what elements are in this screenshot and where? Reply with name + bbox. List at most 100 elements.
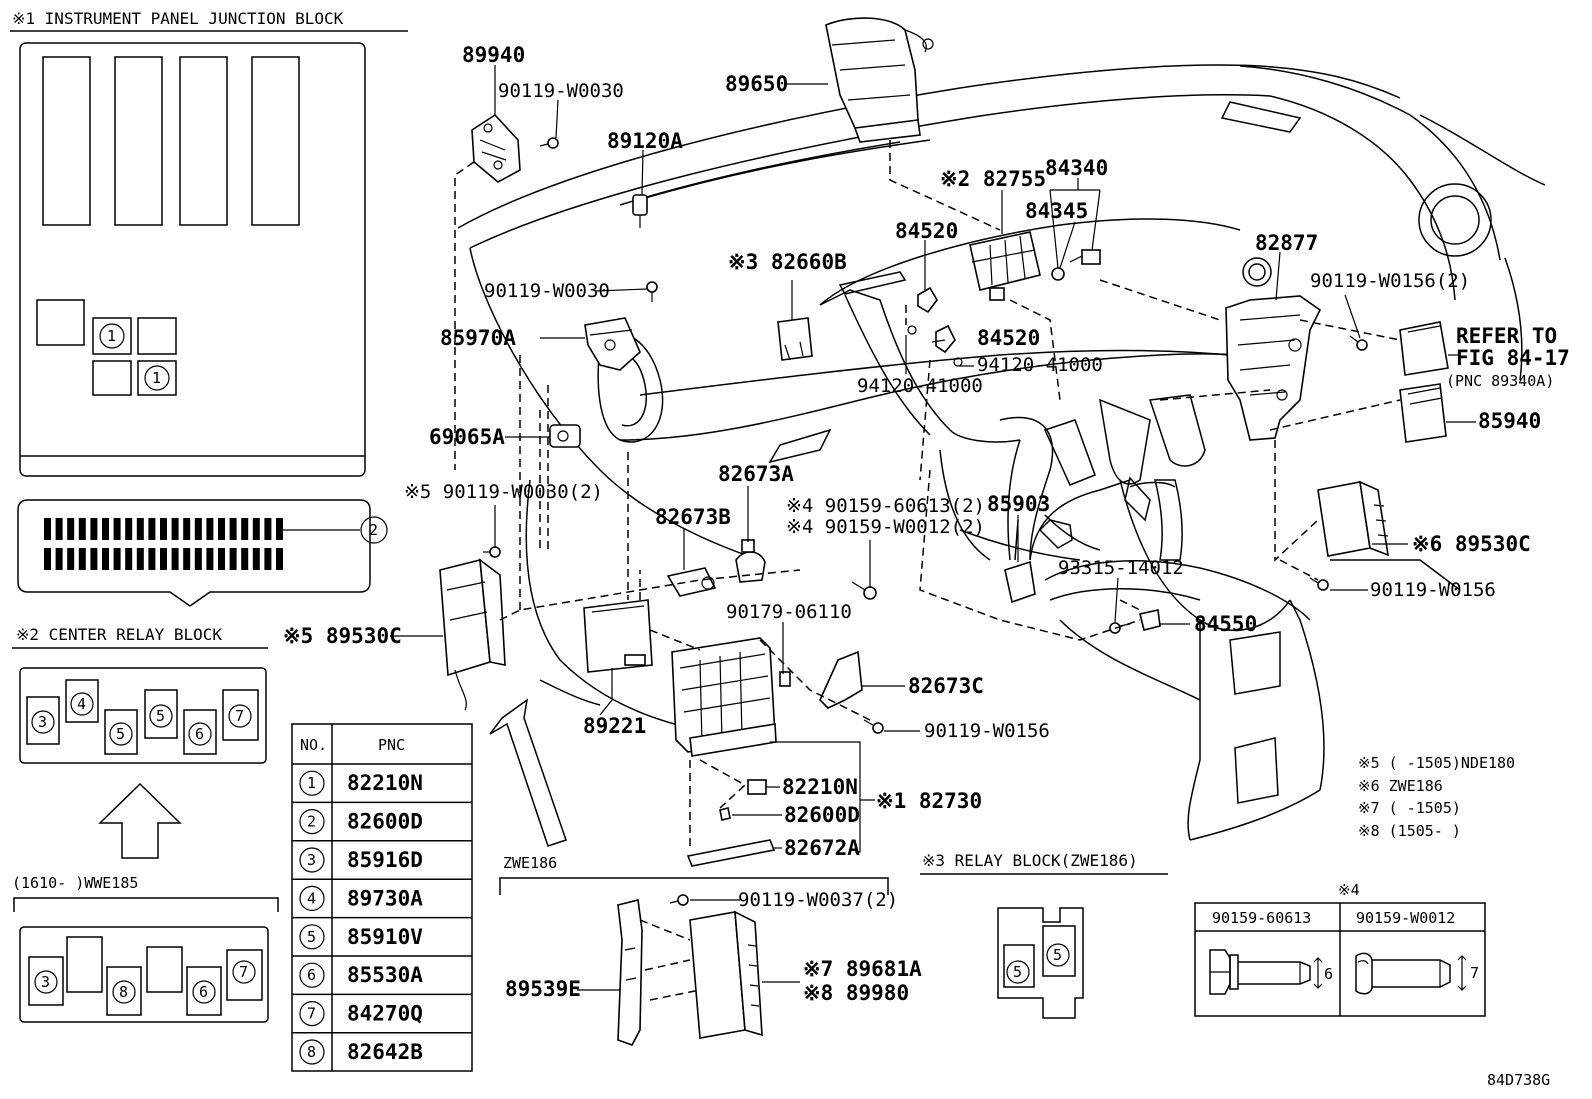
fuse-bar bbox=[148, 518, 156, 540]
fuse-bar bbox=[206, 518, 214, 540]
bolt-icon bbox=[646, 281, 658, 302]
circle-number: 3 bbox=[38, 713, 47, 731]
label-89980: ※8 89980 bbox=[803, 981, 909, 1005]
part-89120a bbox=[632, 194, 648, 228]
instrument-panel-junction-block-panel: ※1 INSTRUMENT PANEL JUNCTION BLOCK 1 1 2 bbox=[10, 9, 408, 607]
label-85970a: 85970A bbox=[440, 326, 516, 350]
assembly-dashed-lines bbox=[454, 140, 1401, 1001]
part-84520-upper bbox=[907, 286, 938, 335]
fuse-bar bbox=[206, 548, 214, 570]
fuse-bar bbox=[148, 548, 156, 570]
legend-row-pnc: 89730A bbox=[347, 886, 423, 910]
label-94120-41000-left: 94120-41000 bbox=[857, 375, 983, 397]
note-8: ※8 (1505- ) bbox=[1358, 822, 1461, 840]
label-89539e: 89539E bbox=[505, 977, 581, 1001]
bolt-icon bbox=[863, 719, 884, 734]
label-84345: 84345 bbox=[1025, 199, 1088, 223]
label-84520-lower: 84520 bbox=[977, 326, 1040, 350]
fuse-bar bbox=[252, 518, 260, 540]
label-90119-w0156-right: 90119-W0156 bbox=[1370, 579, 1496, 601]
part-82672a bbox=[686, 839, 776, 867]
part-labels: 89940 90119-W0030 89120A 89650 ※2 82755 … bbox=[283, 43, 1570, 1005]
fuse-bar bbox=[67, 548, 75, 570]
relay-block-zwe186-panel: ※3 RELAY BLOCK(ZWE186) 5 5 bbox=[920, 851, 1168, 1019]
part-85970a bbox=[584, 317, 641, 371]
relay-block-title: ※3 RELAY BLOCK(ZWE186) bbox=[922, 851, 1138, 870]
center-relay-block-panel: ※2 CENTER RELAY BLOCK 3 4 5 5 6 7 bbox=[12, 625, 268, 859]
legend-row-no: 1 bbox=[307, 774, 316, 792]
wwe185-caption: (1610- )WWE185 bbox=[12, 874, 138, 892]
bolt-dim-1: 6 bbox=[1324, 965, 1333, 983]
label-89530c-left: ※5 89530C bbox=[283, 624, 402, 648]
label-90119-w0030-mid: 90119-W0030 bbox=[484, 280, 610, 302]
fuse-bar bbox=[171, 518, 179, 540]
circle-number: 5 bbox=[1013, 963, 1022, 981]
label-82672a: 82672A bbox=[784, 836, 860, 860]
part-84520-lower bbox=[935, 324, 963, 367]
label-82673b: 82673B bbox=[655, 505, 731, 529]
label-89681a: ※7 89681A bbox=[803, 957, 922, 981]
fuse-bar bbox=[241, 548, 249, 570]
note-7: ※7 ( -1505) bbox=[1358, 799, 1461, 817]
label-94120-41000-right: 94120-41000 bbox=[977, 354, 1103, 376]
model-notes: ※5 ( -1505)NDE180 ※6 ZWE186 ※7 ( -1505) … bbox=[1358, 754, 1515, 840]
bolt-col-2: 90159-W0012 bbox=[1356, 909, 1455, 927]
part-85940 bbox=[1399, 383, 1447, 443]
bolt-dim-2: 7 bbox=[1470, 964, 1479, 982]
fuse-bar bbox=[183, 548, 191, 570]
circle-number: 1 bbox=[152, 369, 161, 387]
label-82660b: ※3 82660B bbox=[728, 250, 847, 274]
bolt-table-marker: ※4 bbox=[1338, 881, 1360, 899]
bolt-icon bbox=[669, 894, 689, 906]
label-84550: 84550 bbox=[1194, 612, 1257, 636]
fuse-bar bbox=[276, 548, 283, 570]
fuse-bar bbox=[102, 518, 109, 540]
label-89221: 89221 bbox=[583, 714, 646, 738]
refer-line-3: (PNC 89340A) bbox=[1446, 372, 1554, 390]
fuse-bar bbox=[160, 548, 167, 570]
fuse-bar bbox=[78, 518, 86, 540]
part-82600d bbox=[719, 807, 731, 821]
fuse-bar bbox=[90, 518, 98, 540]
part-82660b bbox=[777, 317, 813, 361]
refer-line-1: REFER TO bbox=[1456, 324, 1557, 348]
part-89650 bbox=[825, 17, 934, 143]
circle-number: 5 bbox=[116, 725, 125, 743]
label-85903: 85903 bbox=[987, 492, 1050, 516]
leader-lines bbox=[390, 65, 1476, 991]
label-82755: ※2 82755 bbox=[940, 167, 1046, 191]
part-84550 bbox=[1139, 609, 1161, 631]
legend-row-no: 7 bbox=[307, 1005, 316, 1023]
label-90119-w0156-2: 90119-W0156(2) bbox=[1310, 270, 1470, 292]
fuse-bar bbox=[194, 548, 202, 570]
instrument-panel-outline bbox=[457, 64, 1546, 841]
part-82673c bbox=[779, 650, 863, 709]
label-89120a: 89120A bbox=[607, 129, 683, 153]
bolt-icon bbox=[483, 546, 501, 558]
label-82210n: 82210N bbox=[782, 775, 858, 799]
label-82730: ※1 82730 bbox=[876, 789, 982, 813]
legend-row-no: 2 bbox=[307, 813, 316, 831]
circle-number: 3 bbox=[41, 973, 50, 991]
part-85903 bbox=[1004, 519, 1036, 604]
circle-number: 4 bbox=[77, 695, 86, 713]
label-89530c-right: ※6 89530C bbox=[1412, 532, 1531, 556]
legend-row-pnc: 84270Q bbox=[347, 1002, 423, 1026]
instrument-panel-title: ※1 INSTRUMENT PANEL JUNCTION BLOCK bbox=[12, 9, 344, 28]
bolt-col-1: 90159-60613 bbox=[1212, 909, 1311, 927]
center-relay-title: ※2 CENTER RELAY BLOCK bbox=[16, 625, 222, 644]
fuse-bar bbox=[218, 518, 225, 540]
legend-row-pnc: 82600D bbox=[347, 810, 423, 834]
label-90159-60613: ※4 90159-60613(2) bbox=[786, 495, 985, 517]
legend-circle-icon bbox=[299, 1000, 325, 1027]
legend-row-no: 8 bbox=[307, 1043, 316, 1061]
bolt-icon bbox=[1309, 577, 1329, 591]
fuse-bar bbox=[55, 518, 63, 540]
circle-number: 7 bbox=[235, 707, 244, 725]
bolt-reference-table: ※4 90159-60613 90159-W0012 6 7 bbox=[1194, 881, 1486, 1017]
note-5: ※5 ( -1505)NDE180 bbox=[1358, 754, 1515, 772]
part-89681a bbox=[689, 910, 763, 1039]
label-93315-14012: 93315-14012 bbox=[1058, 557, 1184, 579]
legend-row-no: 5 bbox=[307, 928, 316, 946]
label-90159-w0012: ※4 90159-W0012(2) bbox=[786, 516, 985, 538]
